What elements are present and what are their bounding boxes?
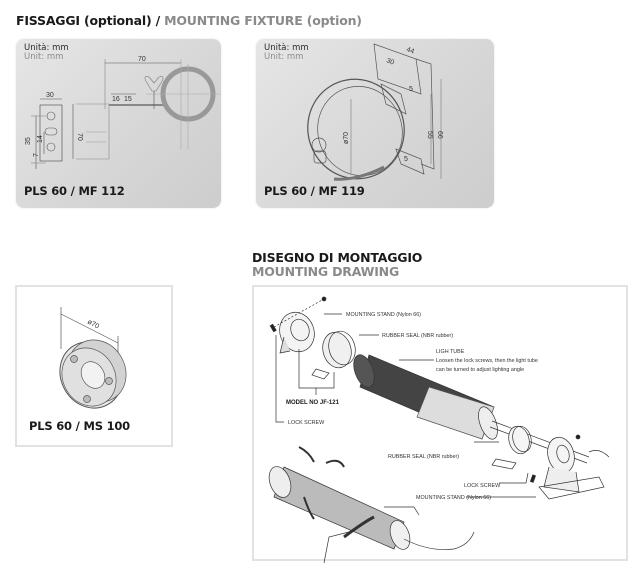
fixture-panel-mf119: Unità: mm Unit: mm 44 30 ø70 55 66 (256, 39, 494, 208)
callout-mounting-stand-bottom: MOUNTING STAND (Nylon 66) (416, 495, 491, 501)
product-label-ms100: PLS 60 / MS 100 (29, 419, 130, 433)
unit-english: Unit: mm (264, 52, 304, 62)
unit-label: Unità: mm Unit: mm (24, 44, 69, 62)
callout-mounting-stand-top: MOUNTING STAND (Nylon 66) (346, 312, 421, 318)
svg-text:5: 5 (404, 156, 408, 163)
model-number: MODEL NO JF-121 (286, 400, 340, 406)
page-title: FISSAGGI (optional) / MOUNTING FIXTURE (… (16, 13, 362, 28)
title-italian: FISSAGGI (optional) (16, 13, 152, 28)
title-english: MOUNTING FIXTURE (option) (164, 13, 362, 28)
callout-lock-screw-top: LOCK SCREW (288, 420, 325, 426)
svg-text:16: 16 (112, 96, 120, 103)
svg-text:ø70: ø70 (343, 132, 350, 144)
mounting-drawing-illustration: MOUNTING STAND (Nylon 66) RUBBER SEAL (N… (268, 296, 610, 564)
callout-light-tube-line1: Loosen the lock screws, then the light t… (436, 358, 538, 364)
callout-light-tube-line2: can be turned to adjust lighting angle (436, 367, 524, 373)
mounting-drawing-panel: MOUNTING STAND (Nylon 66) RUBBER SEAL (N… (252, 285, 628, 564)
fixture-panel-ms100: ø70 PLS 60 / MS 100 (15, 285, 173, 447)
svg-text:15: 15 (124, 96, 132, 103)
unit-italian: Unità: mm (24, 43, 69, 53)
mf112-drawing: 30 70 35 7 14 16 15 70 (25, 56, 221, 169)
mounting-title-english: MOUNTING DRAWING (252, 264, 400, 279)
mounting-drawing-title: DISEGNO DI MONTAGGIO MOUNTING DRAWING (252, 251, 422, 279)
svg-text:44: 44 (405, 46, 415, 55)
callout-rubber-seal-bottom: RUBBER SEAL (NBR rubber) (388, 454, 459, 460)
callout-rubber-seal-top: RUBBER SEAL (NBR rubber) (382, 333, 453, 339)
fixture-panel-mf112: Unità: mm Unit: mm (16, 39, 221, 208)
ms100-drawing: ø70 (59, 307, 127, 409)
svg-text:ø70: ø70 (86, 319, 100, 331)
unit-italian: Unità: mm (264, 43, 309, 53)
mf119-drawing: 44 30 ø70 55 66 5 5 (307, 43, 443, 181)
svg-text:70: 70 (76, 133, 83, 141)
svg-text:35: 35 (25, 137, 32, 145)
svg-text:30: 30 (46, 92, 54, 99)
svg-text:70: 70 (138, 56, 146, 63)
unit-label: Unità: mm Unit: mm (264, 44, 309, 62)
callout-lock-screw-bottom: LOCK SCREW (464, 483, 501, 489)
mounting-title-italian: DISEGNO DI MONTAGGIO (252, 250, 423, 265)
product-label-mf112: PLS 60 / MF 112 (24, 184, 125, 198)
svg-text:30: 30 (385, 57, 395, 66)
product-label-mf119: PLS 60 / MF 119 (264, 184, 365, 198)
svg-text:5: 5 (409, 86, 413, 93)
callout-light-tube-title: LIGH TUBE (436, 349, 465, 355)
svg-text:66: 66 (436, 131, 443, 139)
title-separator: / (151, 13, 165, 28)
svg-text:7: 7 (33, 153, 40, 157)
unit-english: Unit: mm (24, 52, 64, 62)
svg-text:14: 14 (37, 135, 44, 143)
svg-text:55: 55 (426, 131, 433, 139)
